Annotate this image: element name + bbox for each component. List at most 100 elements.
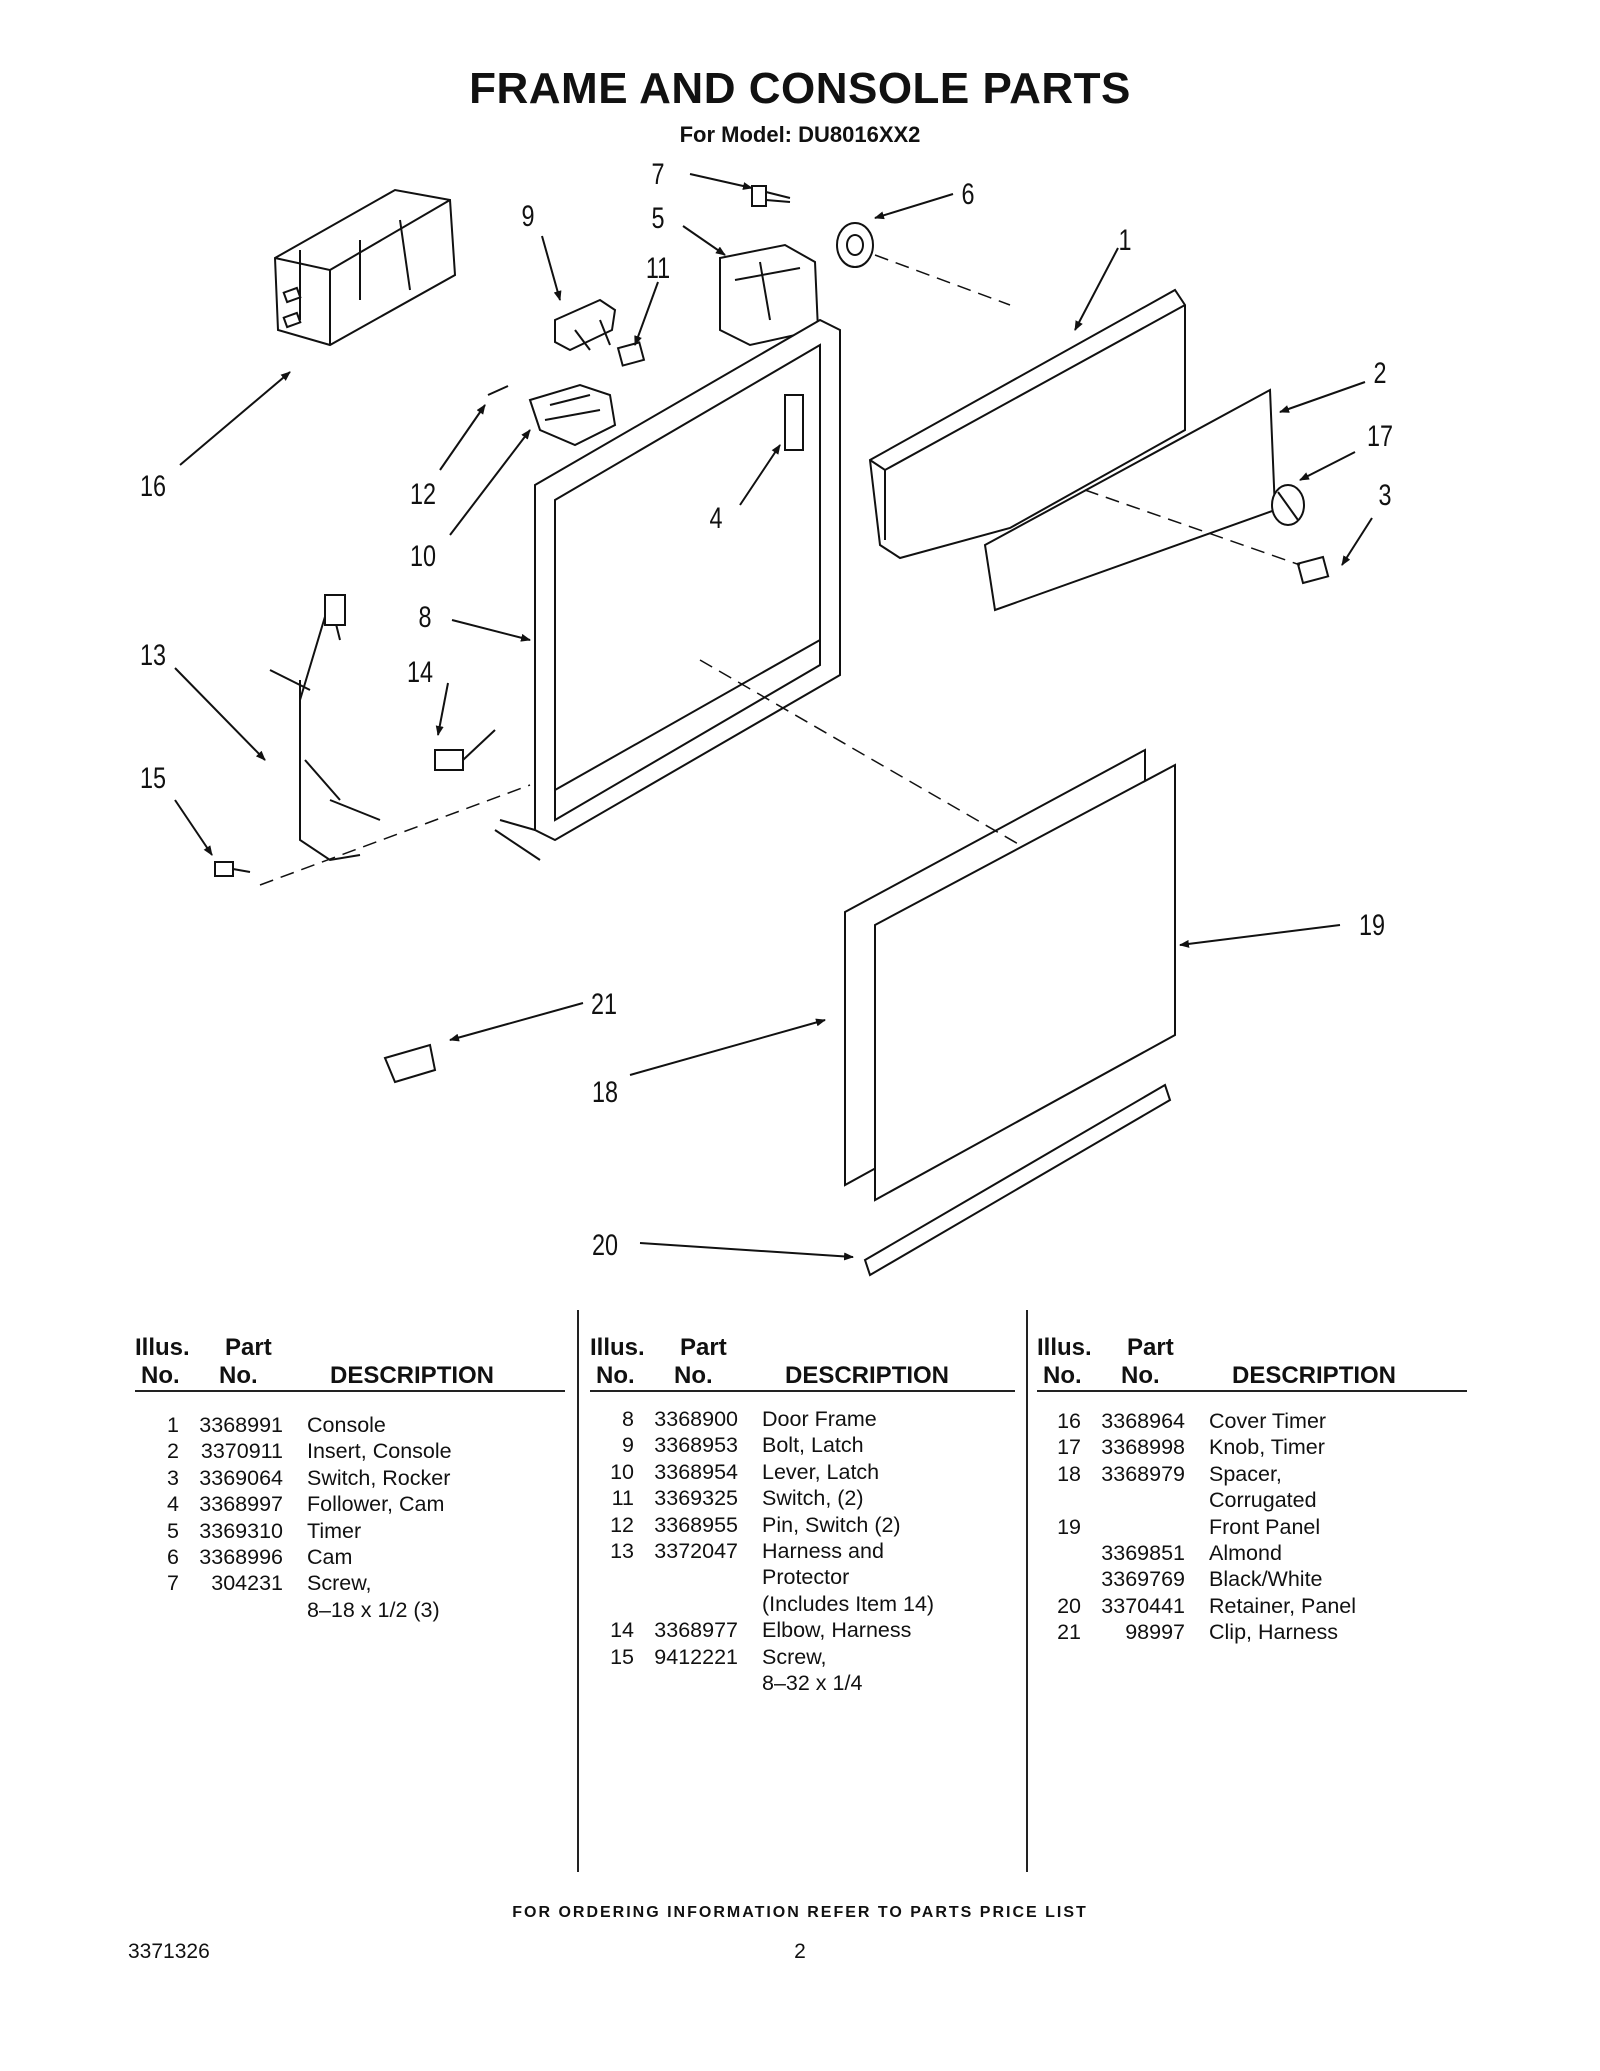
illus-no: 13 xyxy=(610,1539,634,1564)
part-no xyxy=(634,1564,738,1590)
table-row: 20 3370441 Retainer, Panel xyxy=(1037,1593,1467,1619)
callout-8: 8 xyxy=(418,600,431,633)
callout-4: 4 xyxy=(709,501,722,534)
part-description: Spacer, xyxy=(1209,1461,1282,1486)
illus-no: 6 xyxy=(167,1545,179,1570)
illus-no: 20 xyxy=(1057,1593,1081,1618)
part-no: 3370911 xyxy=(200,1439,283,1464)
part-no: 3368979 xyxy=(1101,1461,1185,1486)
page-number: 2 xyxy=(794,1940,806,1963)
part-no: 3369310 xyxy=(199,1518,283,1543)
part-no: 3368977 xyxy=(654,1618,738,1643)
part-no: 3368900 xyxy=(654,1407,738,1431)
part-description: 8–18 x 1/2 (3) xyxy=(307,1597,440,1622)
part-no: 3368991 xyxy=(199,1413,283,1437)
table-row: Protector xyxy=(590,1564,1015,1590)
illus-header-line2: No. xyxy=(141,1362,180,1389)
part-description: Elbow, Harness xyxy=(762,1618,912,1643)
part-description: Knob, Timer xyxy=(1209,1435,1325,1460)
part-no: 3368998 xyxy=(1101,1435,1185,1460)
door-frame-part xyxy=(494,318,841,861)
part-no xyxy=(1081,1514,1185,1540)
callout-11: 11 xyxy=(646,251,670,284)
illus-no xyxy=(1037,1540,1081,1566)
part-header-line2: No. xyxy=(1121,1362,1160,1389)
part-no: 3369769 xyxy=(1101,1567,1185,1592)
illus-no: 18 xyxy=(1057,1461,1081,1486)
part-description: Switch, Rocker xyxy=(307,1465,451,1490)
part-description: Timer xyxy=(307,1518,362,1543)
part-no: 3370441 xyxy=(1101,1593,1185,1618)
screw-15-part xyxy=(214,861,251,877)
part-description: Lever, Latch xyxy=(762,1459,880,1484)
part-description: Cover Timer xyxy=(1209,1409,1327,1433)
description-header: DESCRIPTION xyxy=(785,1362,950,1389)
callout-1: 1 xyxy=(1118,223,1131,256)
part-description: Console xyxy=(307,1413,386,1437)
callout-18: 18 xyxy=(592,1075,618,1108)
illus-header-line1: Illus. xyxy=(590,1334,645,1361)
part-description: Retainer, Panel xyxy=(1209,1593,1357,1618)
illus-no: 12 xyxy=(610,1512,634,1537)
illus-no: 10 xyxy=(610,1459,634,1484)
part-description: Switch, (2) xyxy=(762,1486,864,1511)
table-row: 12 3368955 Pin, Switch (2) xyxy=(590,1512,1015,1538)
document-number: 3371326 xyxy=(128,1940,210,1963)
part-description: (Includes Item 14) xyxy=(762,1591,935,1616)
callout-6: 6 xyxy=(961,177,974,210)
column-header: Illus. No. Part No. DESCRIPTION xyxy=(590,1318,1015,1392)
latch-bolt-part xyxy=(554,298,617,352)
part-description: Pin, Switch (2) xyxy=(762,1512,901,1537)
callout-20: 20 xyxy=(592,1228,618,1261)
ordering-footer: FOR ORDERING INFORMATION REFER TO PARTS … xyxy=(512,1904,1088,1921)
part-header-line2: No. xyxy=(674,1362,713,1389)
model-subtitle: For Model: DU8016XX2 xyxy=(679,122,921,147)
part-description: Follower, Cam xyxy=(307,1492,445,1517)
illus-header-line1: Illus. xyxy=(1037,1334,1092,1361)
callout-16: 16 xyxy=(140,469,166,502)
callout-17: 17 xyxy=(1367,419,1393,452)
part-description: Harness and xyxy=(762,1539,884,1564)
timer-cover-part xyxy=(273,188,457,347)
screw-7-part xyxy=(751,185,791,207)
illus-no: 14 xyxy=(610,1618,634,1643)
part-no: 3368996 xyxy=(199,1545,283,1570)
part-no: 3368953 xyxy=(654,1433,738,1458)
part-no: 3369325 xyxy=(654,1486,738,1511)
part-description: Almond xyxy=(1209,1541,1282,1566)
callout-19: 19 xyxy=(1359,908,1385,941)
part-description: Screw, xyxy=(762,1644,827,1669)
column-divider-1 xyxy=(577,1310,579,1872)
callout-5: 5 xyxy=(651,201,664,234)
part-header-line2: No. xyxy=(219,1362,258,1389)
illus-no: 21 xyxy=(1057,1620,1081,1645)
part-no: 3368955 xyxy=(654,1512,738,1537)
part-no: 9412221 xyxy=(654,1644,738,1669)
part-no: 98997 xyxy=(1125,1620,1185,1645)
part-no: 3368954 xyxy=(654,1459,738,1484)
part-no: 3372047 xyxy=(654,1539,738,1564)
table-row: (Includes Item 14) xyxy=(590,1591,1015,1617)
cam-follower-part xyxy=(784,394,804,451)
part-no: 3368964 xyxy=(1101,1409,1185,1433)
table-row: 8–32 x 1/4 xyxy=(590,1670,1015,1696)
illus-header-line2: No. xyxy=(1043,1362,1082,1389)
part-description: Corrugated xyxy=(1209,1488,1317,1513)
illus-no: 9 xyxy=(622,1433,634,1458)
alignment-lines xyxy=(259,254,1301,886)
callout-15: 15 xyxy=(140,761,166,794)
illus-header-line1: Illus. xyxy=(135,1334,190,1361)
front-panel-part xyxy=(874,763,1176,1202)
harness-clip-part xyxy=(383,1043,437,1084)
